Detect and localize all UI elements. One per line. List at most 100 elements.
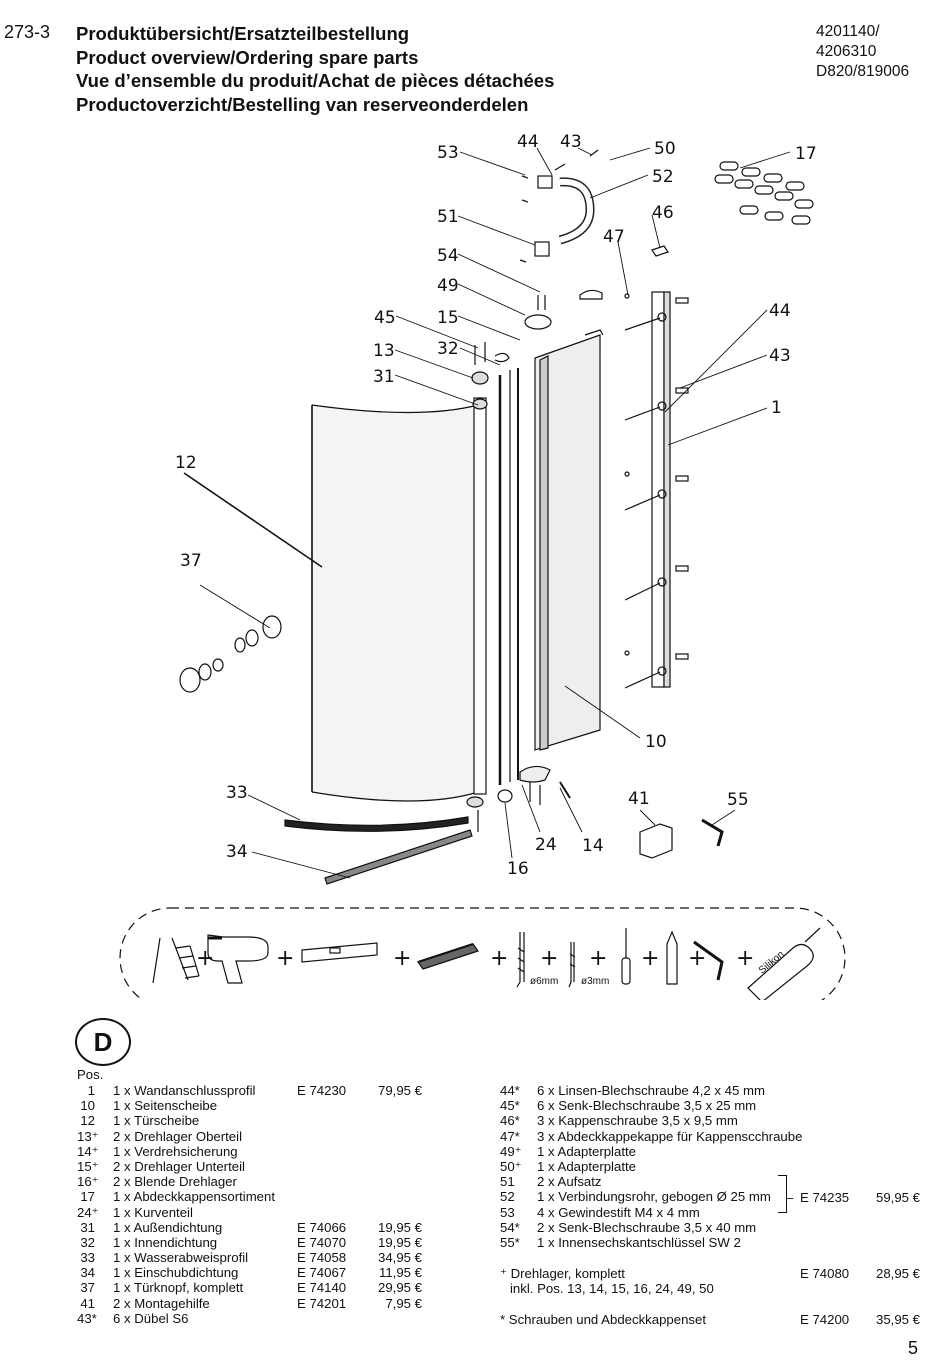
part-position: 13⁺ — [77, 1128, 99, 1144]
parts-row: 10 1 x Seitenscheibe — [77, 1098, 422, 1113]
part-description: 6 x Linsen-Blechschraube 4,2 x 45 mm — [537, 1083, 765, 1098]
part-description: 1 x Kurventeil — [113, 1204, 193, 1220]
plus-sign: + — [736, 946, 754, 971]
drill-bit-3mm-icon — [568, 942, 576, 988]
callout-32: 32 — [437, 339, 459, 359]
callout-12: 12 — [175, 453, 197, 473]
part-position: 54* — [500, 1219, 520, 1235]
callout-41: 41 — [628, 789, 650, 809]
part-position: 45* — [500, 1098, 520, 1114]
parts-row: 43*6 x Dübel S6 — [77, 1311, 422, 1326]
group-bracket — [778, 1175, 787, 1213]
footnote-plus-includes: inkl. Pos. 13, 14, 15, 16, 24, 49, 50 — [510, 1281, 714, 1297]
callout-31: 31 — [373, 367, 395, 387]
part-description: 1 x Wasserabweisprofil — [113, 1250, 249, 1266]
part-position: 41 — [80, 1295, 95, 1311]
part-position: 55* — [500, 1234, 520, 1250]
part-position: 1 — [87, 1083, 95, 1098]
callout-52: 52 — [652, 167, 674, 187]
drill-3mm-label: ø3mm — [581, 976, 609, 987]
part-description: 1 x Türscheibe — [113, 1113, 200, 1129]
part-price: 29,95 € — [378, 1280, 422, 1296]
parts-row: 37 1 x Türknopf, komplett E 74140 29,95 € — [77, 1280, 422, 1295]
title-en: Product overview/Ordering spare parts — [76, 46, 419, 68]
tools-required-frame — [119, 907, 846, 1000]
part-description: 1 x Abdeckkappensortiment — [113, 1189, 276, 1205]
exploded-view-diagram: 53 44 43 50 52 17 51 46 47 54 49 45 15 1… — [119, 132, 846, 1000]
part-description: 1 x Seitenscheibe — [113, 1098, 218, 1114]
title-nl: Productoverzicht/Bestelling van reserveo… — [76, 93, 529, 115]
parts-row: 49⁺ 1 x Adapterplatte — [500, 1144, 920, 1159]
plus-sign: + — [641, 946, 659, 971]
part-code: E 74058 — [297, 1250, 347, 1266]
parts-row: 17 1 x Abdeckkappensortiment — [77, 1189, 422, 1204]
part-description: 2 x Drehlager Unterteil — [113, 1158, 245, 1174]
plus-sign: + — [688, 946, 706, 971]
part-description: 2 x Blende Drehlager — [113, 1174, 237, 1190]
callout-1: 1 — [771, 398, 782, 418]
part-position: 52 — [500, 1189, 515, 1205]
drill-bit-6mm-icon — [516, 932, 525, 988]
title-block: Produktübersicht/Ersatzteilbestellung Pr… — [76, 22, 554, 116]
part-position: 16⁺ — [77, 1174, 99, 1190]
footnote-star: * Schrauben und Abdeckkappenset — [500, 1311, 707, 1327]
part-price: 19,95 € — [378, 1234, 422, 1250]
part-position: 10 — [80, 1098, 95, 1114]
callout-49: 49 — [437, 276, 459, 296]
cutter-knife-icon — [417, 943, 479, 970]
part-description: 1 x Wandanschlussprofil — [113, 1083, 256, 1098]
parts-row: 15⁺2 x Drehlager Unterteil — [77, 1159, 422, 1174]
part-code: E 74140 — [297, 1280, 347, 1296]
group-price-row: – E 74235 59,95 € — [786, 1190, 920, 1205]
drill-6mm-label: ø6mm — [530, 976, 558, 987]
part-code: E 74066 — [297, 1219, 347, 1235]
callout-34: 34 — [226, 842, 248, 862]
parts-row: 54*2 x Senk-Blechschraube 3,5 x 40 mm — [500, 1220, 920, 1235]
callout-33: 33 — [226, 783, 248, 803]
callout-24: 24 — [535, 835, 557, 855]
parts-row: 44* 6 x Linsen-Blechschraube 4,2 x 45 mm — [500, 1083, 920, 1098]
part-description: 1 x Adapterplatte — [537, 1143, 636, 1159]
part-position: 24⁺ — [77, 1204, 99, 1220]
part-description: 6 x Dübel S6 — [113, 1310, 189, 1326]
part-description: 1 x Türknopf, komplett — [113, 1280, 244, 1296]
screwdriver-icon — [621, 928, 631, 985]
part-position: 44* — [500, 1083, 520, 1098]
part-position: 47* — [500, 1128, 520, 1144]
part-description: 1 x Einschubdichtung — [113, 1265, 239, 1281]
part-price: 7,95 € — [385, 1295, 422, 1311]
hex-key-icon — [693, 940, 724, 981]
pencil-icon — [666, 930, 678, 985]
part-description: 1 x Verdrehsicherung — [113, 1143, 238, 1159]
callout-50: 50 — [654, 139, 676, 159]
parts-row: 13⁺2 x Drehlager Oberteil — [77, 1129, 422, 1144]
part-price: 35,95 € — [876, 1311, 920, 1327]
part-position: 32 — [80, 1234, 95, 1250]
part-price: 11,95 € — [378, 1265, 422, 1281]
part-position: 49⁺ — [500, 1143, 522, 1159]
part-position: 17 — [80, 1189, 95, 1205]
parts-row: 14⁺1 x Verdrehsicherung — [77, 1144, 422, 1159]
callout-10: 10 — [645, 732, 667, 752]
part-position: 37 — [80, 1280, 95, 1296]
parts-row: 55*1 x Innensechskantschlüssel SW 2 — [500, 1235, 920, 1250]
page-reference: 273-3 — [4, 22, 51, 42]
spirit-level-icon — [301, 942, 378, 963]
part-description: 2 x Montagehilfe — [113, 1295, 210, 1311]
article-number: 4206310 — [816, 43, 877, 60]
callout-45: 45 — [374, 308, 396, 328]
part-position: 31 — [80, 1219, 95, 1235]
parts-row: 16⁺ 2 x Blende Drehlager — [77, 1174, 422, 1189]
parts-row: 24⁺ 1 x Kurventeil — [77, 1205, 422, 1220]
part-position: 53 — [500, 1204, 515, 1220]
article-number: D820/819006 — [816, 63, 910, 80]
parts-row: 47*3 x Abdeckkappekappe für Kappenscchra… — [500, 1129, 920, 1144]
plus-sign: + — [196, 946, 214, 971]
